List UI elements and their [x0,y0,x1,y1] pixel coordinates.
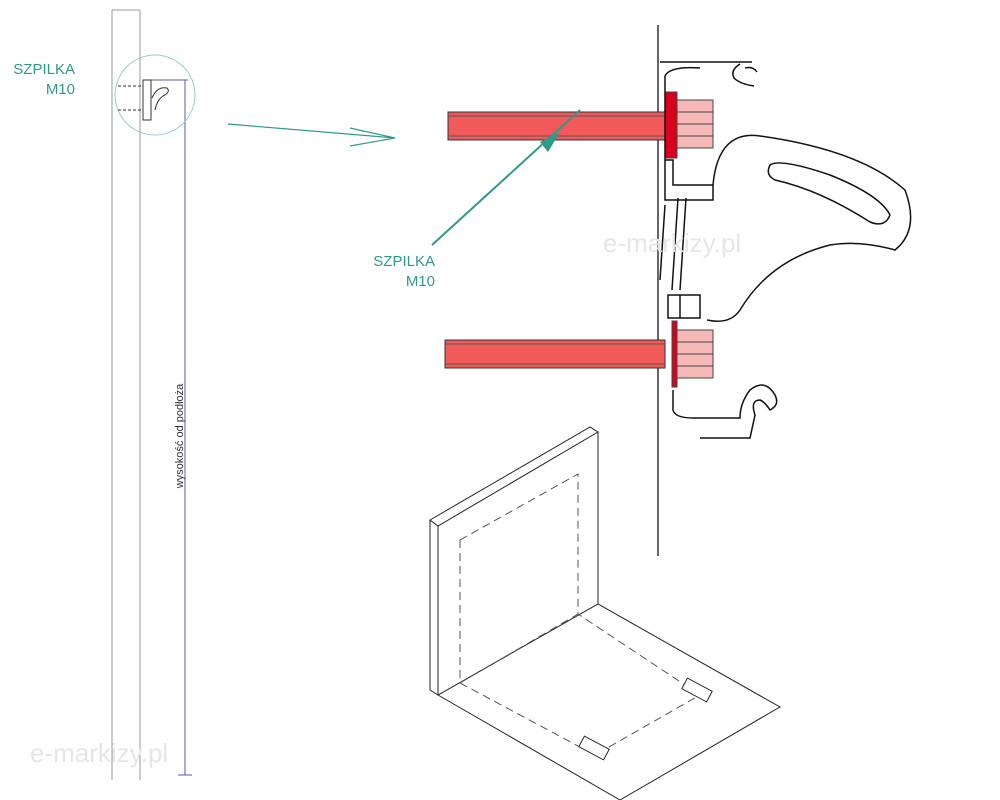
leader-arrowhead [540,132,560,152]
pin-label-small-line1: SZPILKA [13,61,75,78]
height-label: wysokość od podłoża [174,383,186,489]
pointer-arrow [227,123,396,147]
dimension-line [150,79,192,776]
pin-label-large-line1: SZPILKA [373,253,435,270]
pole [111,9,141,780]
awning-bracket-profile [659,61,912,439]
watermark: e-markizy.pl [603,228,742,258]
pin-label-small: SZPILKA M10 [0,60,75,100]
pin-label-small-line2: M10 [45,81,75,98]
pin-label-large: SZPILKA M10 [350,252,435,292]
detail-miniature [118,79,169,121]
pin-label-large-line2: M10 [405,273,435,290]
pin-bottom [444,339,666,369]
plug-top [664,91,714,159]
isometric-mounting-plate [429,426,782,800]
watermark: e-markizy.pl [30,738,169,768]
detail-circle [114,54,196,136]
label-leader-line [431,109,581,246]
plug-bottom [671,320,714,388]
